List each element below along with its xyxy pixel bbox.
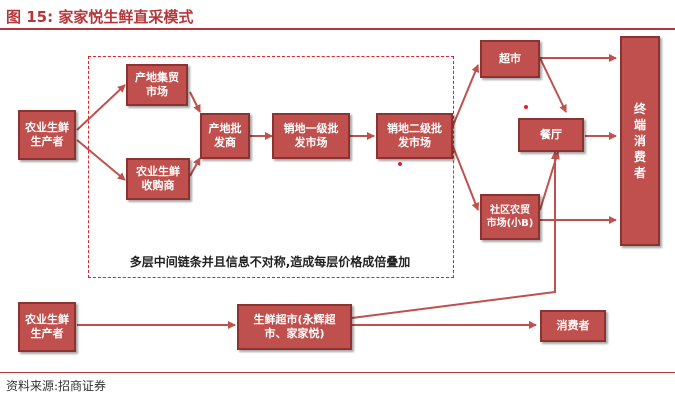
primary-wholesale-box: 销地一级批发市场 [272,113,350,159]
community-market-box: 社区农贸市场(小B) [480,194,540,240]
origin-wholesaler-box: 产地批发商 [200,113,250,159]
fresh-supermarket-box: 生鲜超市(永辉超市、家家悦) [237,304,352,350]
end-consumer-box: 终端消费者 [620,36,660,246]
supermarket-label: 超市 [499,52,521,65]
farm-purchaser-label: 农业生鲜收购商 [136,165,180,192]
farm-producer-bottom-label: 农业生鲜生产者 [25,313,69,340]
consumer-label: 消费者 [556,319,590,332]
restaurant-box: 餐厅 [518,118,584,152]
supermarket-box: 超市 [480,40,540,78]
origin-wholesaler-label: 产地批发商 [208,122,242,149]
farm-producer-bottom-box: 农业生鲜生产者 [18,302,76,352]
title-rule [0,28,675,30]
arrow-farmer-to-purchaser [76,139,126,181]
farm-producer-top-label: 农业生鲜生产者 [25,121,69,148]
arrow-purchaser-to-wholesaler [189,157,201,177]
restaurant-label: 餐厅 [540,128,562,141]
community-market-label: 社区农贸市场(小B) [486,205,534,229]
price-stacking-note: 多层中间链条并且信息不对称,造成每层价格成倍叠加 [129,255,411,269]
arrow-secondary-to-supermarket [451,64,480,129]
arrow-fresh-supermarket-to-restaurant [351,151,559,319]
intermediary-chain-region [88,56,454,278]
figure-title: 图 15: 家家悦生鲜直采模式 [6,8,194,26]
origin-market-label: 产地集贸市场 [135,71,179,98]
arrow-supermarket-to-restaurant [539,57,567,113]
marker-dot [524,105,528,109]
origin-market-box: 产地集贸市场 [126,64,188,106]
source-note: 资料来源:招商证券 [6,379,107,393]
primary-wholesale-label: 销地一级批发市场 [283,122,339,149]
arrow-farmer-to-origin-market [76,84,126,131]
consumer-box: 消费者 [540,310,606,342]
secondary-wholesale-label: 销地二级批发市场 [387,122,442,149]
source-rule [0,372,675,373]
marker-dot [398,162,402,166]
farm-producer-top-box: 农业生鲜生产者 [18,110,76,160]
end-consumer-label: 终端消费者 [633,102,646,180]
arrow-secondary-to-community [451,143,480,211]
secondary-wholesale-box: 销地二级批发市场 [376,113,453,159]
fresh-supermarket-label: 生鲜超市(永辉超市、家家悦) [253,313,336,340]
farm-purchaser-box: 农业生鲜收购商 [126,158,190,200]
arrow-origin-market-to-wholesaler [189,91,201,113]
